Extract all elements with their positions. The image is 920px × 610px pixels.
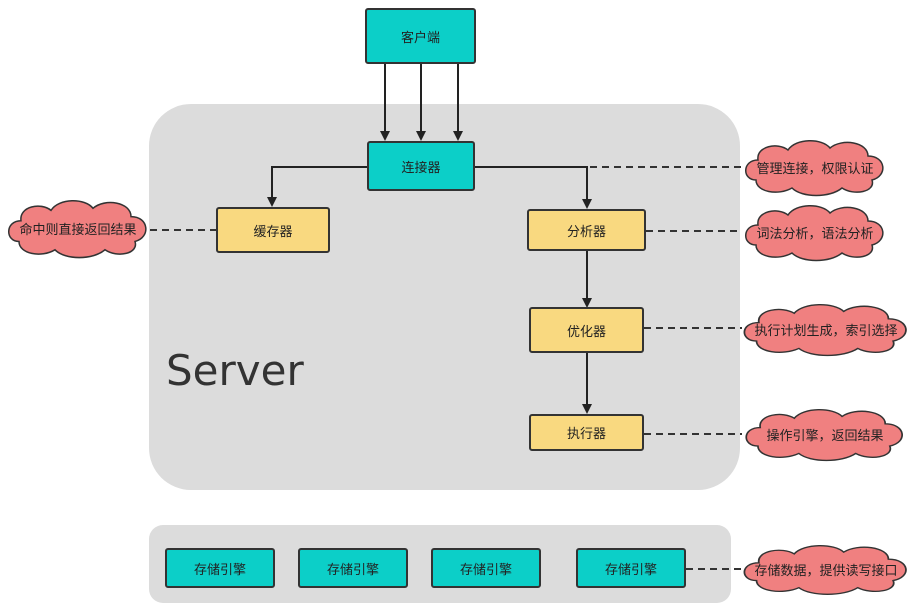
- executor-note-cloud: 操作引擎，返回结果: [742, 409, 908, 462]
- analyzer-note-cloud: 词法分析，语法分析: [742, 205, 888, 262]
- storage-engine-box: 存储引擎: [576, 548, 686, 588]
- connector-note-text: 管理连接，权限认证: [756, 161, 874, 177]
- optimizer-note-cloud: 执行计划生成，索引选择: [740, 304, 912, 357]
- connector-box: 连接器: [367, 141, 475, 191]
- connector-to-analyzer-arrow: [474, 166, 592, 209]
- cache-note-text: 命中则直接返回结果: [19, 222, 137, 238]
- analyzer-box: 分析器: [527, 209, 646, 251]
- executor-note-text: 操作引擎，返回结果: [766, 428, 884, 444]
- engine-note-text: 存储数据，提供读写接口: [754, 563, 898, 579]
- storage-engine-box: 存储引擎: [165, 548, 275, 588]
- executor-box: 执行器: [529, 414, 644, 451]
- client-box: 客户端: [365, 8, 476, 64]
- cache-box: 缓存器: [216, 207, 330, 253]
- connector-note-cloud: 管理连接，权限认证: [742, 140, 888, 197]
- storage-engine-box: 存储引擎: [431, 548, 541, 588]
- connector-to-cache-arrow: [267, 166, 368, 207]
- engine-note-cloud: 存储数据，提供读写接口: [740, 545, 912, 595]
- analyzer-note-text: 词法分析，语法分析: [756, 226, 874, 242]
- optimizer-note-text: 执行计划生成，索引选择: [754, 323, 898, 339]
- cache-note-cloud: 命中则直接返回结果: [5, 200, 151, 259]
- storage-engine-box: 存储引擎: [298, 548, 408, 588]
- server-label: Server: [166, 346, 304, 395]
- optimizer-box: 优化器: [529, 307, 644, 353]
